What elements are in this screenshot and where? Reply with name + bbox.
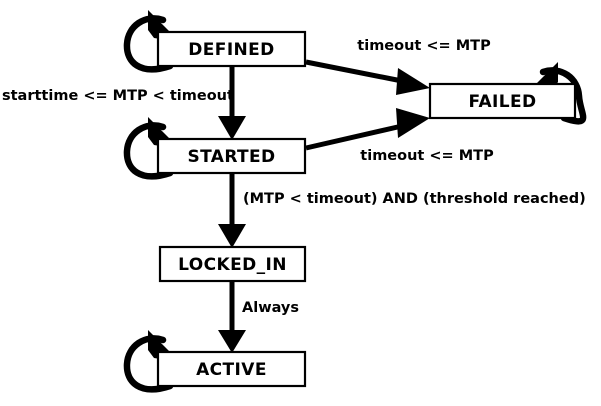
state-box-locked-in[interactable] bbox=[158, 245, 307, 283]
edge-defined-to-failed-arrowhead bbox=[396, 68, 430, 95]
state-node-active[interactable]: ACTIVE bbox=[156, 350, 307, 388]
edge-locked-in-to-active-arrowhead bbox=[218, 330, 246, 353]
state-box-defined[interactable] bbox=[156, 30, 307, 68]
state-label-started: STARTED bbox=[187, 147, 275, 167]
state-label-active: ACTIVE bbox=[196, 360, 267, 380]
edge-label-defined-to-failed: timeout <= MTP bbox=[357, 38, 491, 54]
state-label-locked-in: LOCKED_IN bbox=[178, 255, 287, 275]
edge-label-started-to-locked-in: (MTP < timeout) AND (threshold reached) bbox=[243, 191, 586, 207]
state-node-failed[interactable]: FAILED bbox=[428, 82, 577, 120]
state-label-failed: FAILED bbox=[468, 92, 536, 112]
edge-started-to-failed-arrowhead bbox=[396, 108, 430, 138]
edge-started-to-failed bbox=[305, 108, 430, 151]
state-node-started[interactable]: STARTED bbox=[156, 137, 307, 175]
edge-defined-to-started-arrowhead bbox=[218, 116, 246, 140]
edge-started-to-locked-in-arrowhead bbox=[218, 224, 246, 248]
state-node-defined[interactable]: DEFINED bbox=[156, 30, 307, 68]
state-node-locked-in[interactable]: LOCKED_IN bbox=[158, 245, 307, 283]
edge-defined-to-started bbox=[218, 66, 246, 140]
edge-label-defined-to-started: starttime <= MTP < timeout bbox=[2, 88, 234, 104]
state-box-started[interactable] bbox=[156, 137, 307, 175]
edge-locked-in-to-active bbox=[218, 281, 246, 353]
edge-defined-to-failed bbox=[305, 59, 430, 95]
edge-label-locked-in-to-active: Always bbox=[242, 300, 299, 316]
state-label-defined: DEFINED bbox=[188, 40, 274, 60]
edge-label-started-to-failed: timeout <= MTP bbox=[360, 148, 494, 164]
state-box-failed[interactable] bbox=[428, 82, 577, 120]
state-box-active[interactable] bbox=[156, 350, 307, 388]
edge-started-to-locked-in bbox=[218, 173, 246, 248]
